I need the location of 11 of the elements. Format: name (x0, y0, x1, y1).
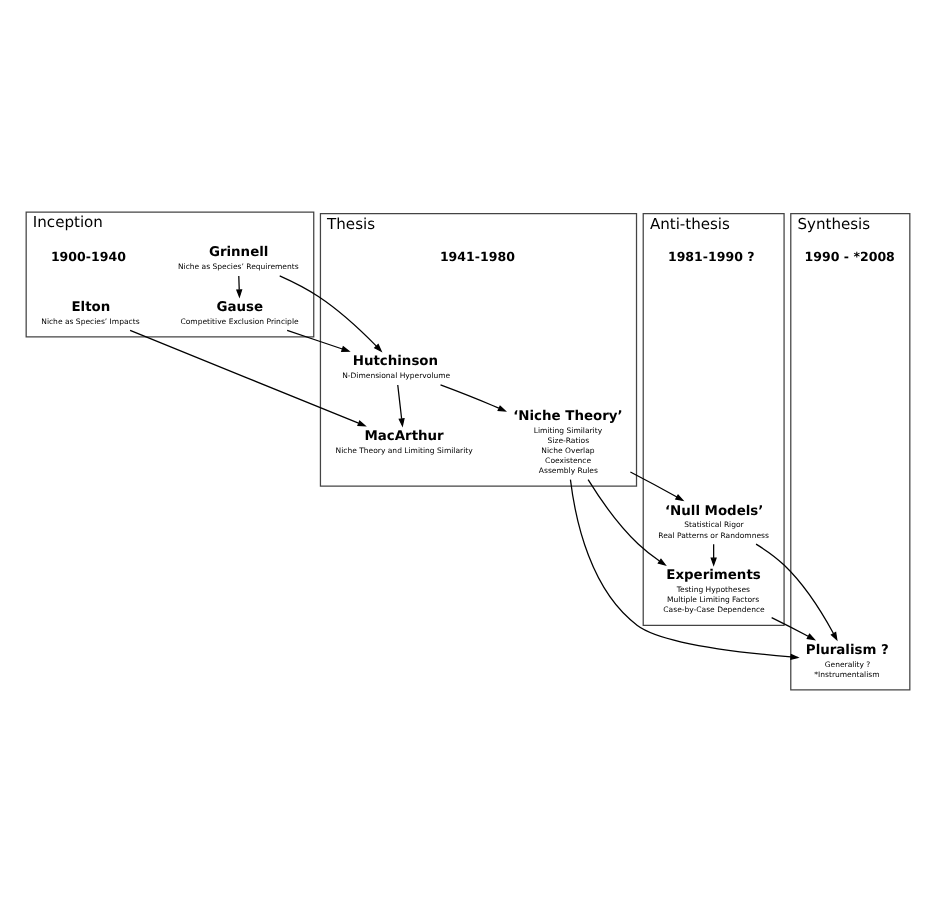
arrow (397, 384, 405, 428)
arrow (587, 479, 667, 566)
arrow (129, 329, 367, 427)
arrow (569, 479, 800, 661)
arrow (279, 275, 383, 353)
arrow (771, 616, 816, 641)
arrow (755, 543, 838, 642)
arrow (286, 329, 351, 352)
arrow (629, 471, 685, 502)
arrow (236, 275, 243, 299)
arrow (439, 384, 507, 412)
